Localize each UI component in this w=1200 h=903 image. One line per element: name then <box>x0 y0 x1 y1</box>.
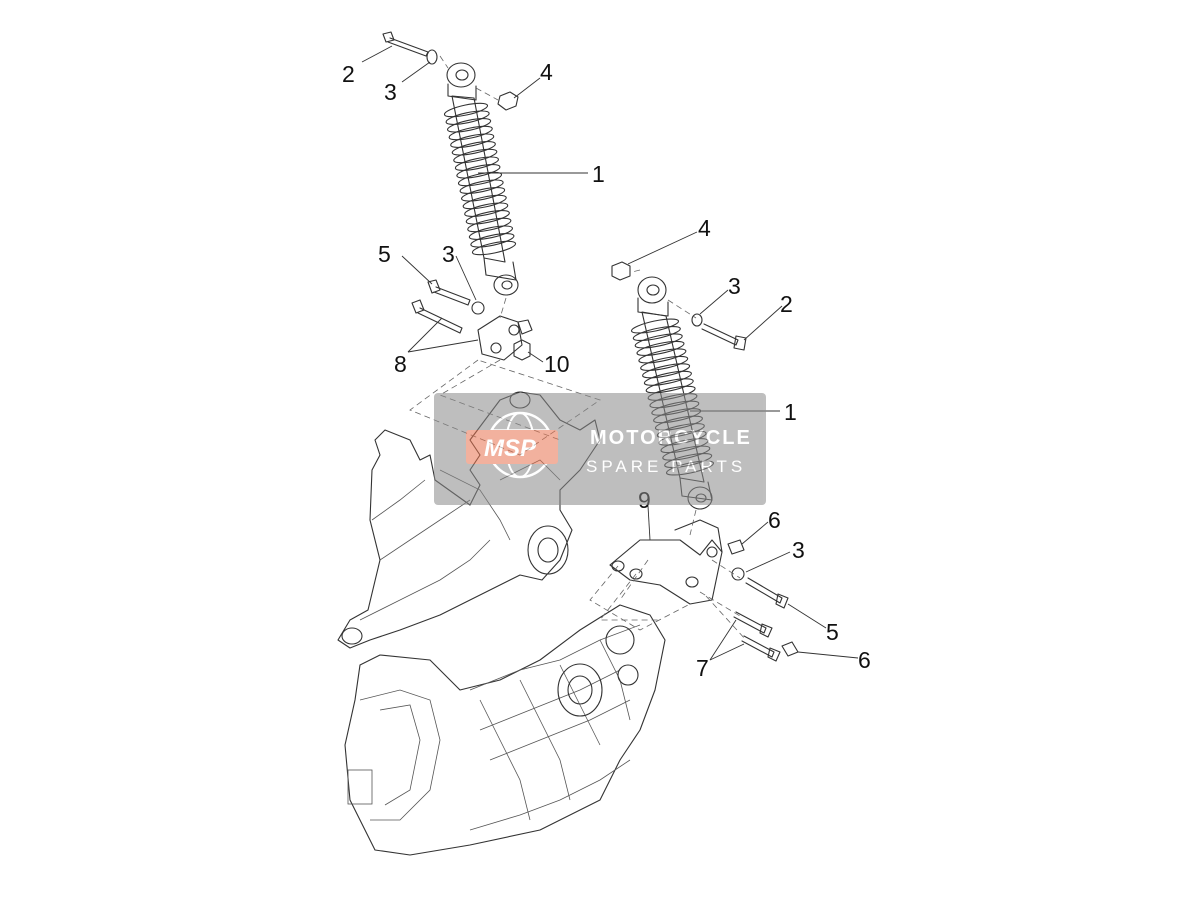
assembly-lines <box>409 55 747 641</box>
callout-5: 5 <box>378 241 391 267</box>
bolt-8-left[interactable] <box>411 299 463 334</box>
spring-coil <box>447 118 492 133</box>
nut-4-left[interactable] <box>497 91 519 111</box>
spring-coil <box>453 148 498 164</box>
bolt-5-left[interactable] <box>427 279 471 306</box>
watermark-logo-badge <box>466 430 558 464</box>
bolt-5-right[interactable] <box>745 577 789 609</box>
spring-coil <box>457 171 503 187</box>
callout-5: 5 <box>826 619 839 645</box>
bolt-7-pair[interactable] <box>733 611 781 662</box>
watermark-line1: MOTORCYCLE <box>590 427 752 449</box>
spring-coil <box>645 378 694 394</box>
callout-2: 2 <box>780 291 793 317</box>
spring-coil <box>630 318 680 334</box>
shock-absorber-left[interactable] <box>443 62 519 296</box>
callout-3: 3 <box>442 241 455 267</box>
callout-1: 1 <box>784 399 797 425</box>
spring-coil <box>636 340 685 356</box>
screw-6-bottom[interactable] <box>781 641 799 657</box>
spring-coil <box>462 194 507 210</box>
spring-coil <box>632 325 681 342</box>
callout-4: 4 <box>698 215 711 241</box>
spring-coil <box>640 355 689 371</box>
washer-3-top-right[interactable] <box>691 313 703 327</box>
callout-7: 7 <box>696 655 709 681</box>
spring-coil <box>450 133 495 148</box>
callout-6: 6 <box>858 647 871 673</box>
callout-2: 2 <box>342 61 355 87</box>
spring-coil <box>445 110 490 125</box>
washer-3-mid-left[interactable] <box>471 301 485 315</box>
leader-lines <box>361 45 859 661</box>
spring-coil <box>443 102 489 118</box>
spring-coil <box>638 348 687 364</box>
callout-1: 1 <box>592 161 605 187</box>
engine-crankcase[interactable] <box>344 604 666 856</box>
spring-coil <box>461 187 506 202</box>
spring-coil <box>448 125 493 141</box>
callout-8: 8 <box>394 351 407 377</box>
callout-labels: 2 3 4 1 5 3 8 10 4 3 2 1 9 6 3 5 7 6 <box>342 59 871 681</box>
nut-4-right[interactable] <box>611 261 631 281</box>
spring-coil <box>470 233 515 248</box>
spring-coil <box>643 370 692 386</box>
callout-3: 3 <box>728 273 741 299</box>
washer-3-bottom-right[interactable] <box>731 567 745 581</box>
spring-coil <box>468 225 513 240</box>
screw-6-top[interactable] <box>727 539 745 555</box>
watermark: MSP MOTORCYCLE SPARE PARTS <box>434 393 766 505</box>
callout-6: 6 <box>768 507 781 533</box>
spring-coil <box>465 210 510 225</box>
bolt-2-left[interactable] <box>382 31 429 57</box>
spring-coil <box>459 179 504 194</box>
watermark-logo-text: MSP <box>484 435 537 462</box>
spring-coil <box>454 156 499 171</box>
spring-coil <box>467 217 512 233</box>
spring-coil <box>451 141 496 156</box>
bolt-2-right[interactable] <box>701 323 747 351</box>
callout-10: 10 <box>544 351 570 377</box>
nut-10[interactable] <box>513 319 533 361</box>
watermark-line2: SPARE PARTS <box>586 457 746 476</box>
spring-coil <box>456 164 501 179</box>
callout-3: 3 <box>384 79 397 105</box>
callout-3: 3 <box>792 537 805 563</box>
spring-coil <box>471 240 517 256</box>
bracket-left[interactable] <box>477 315 523 361</box>
bracket-9[interactable] <box>609 519 723 605</box>
spring-coil <box>642 363 691 379</box>
spring-coil <box>634 333 683 349</box>
spring-coil <box>464 202 509 217</box>
callout-4: 4 <box>540 59 553 85</box>
washer-3-top-left[interactable] <box>426 49 438 65</box>
